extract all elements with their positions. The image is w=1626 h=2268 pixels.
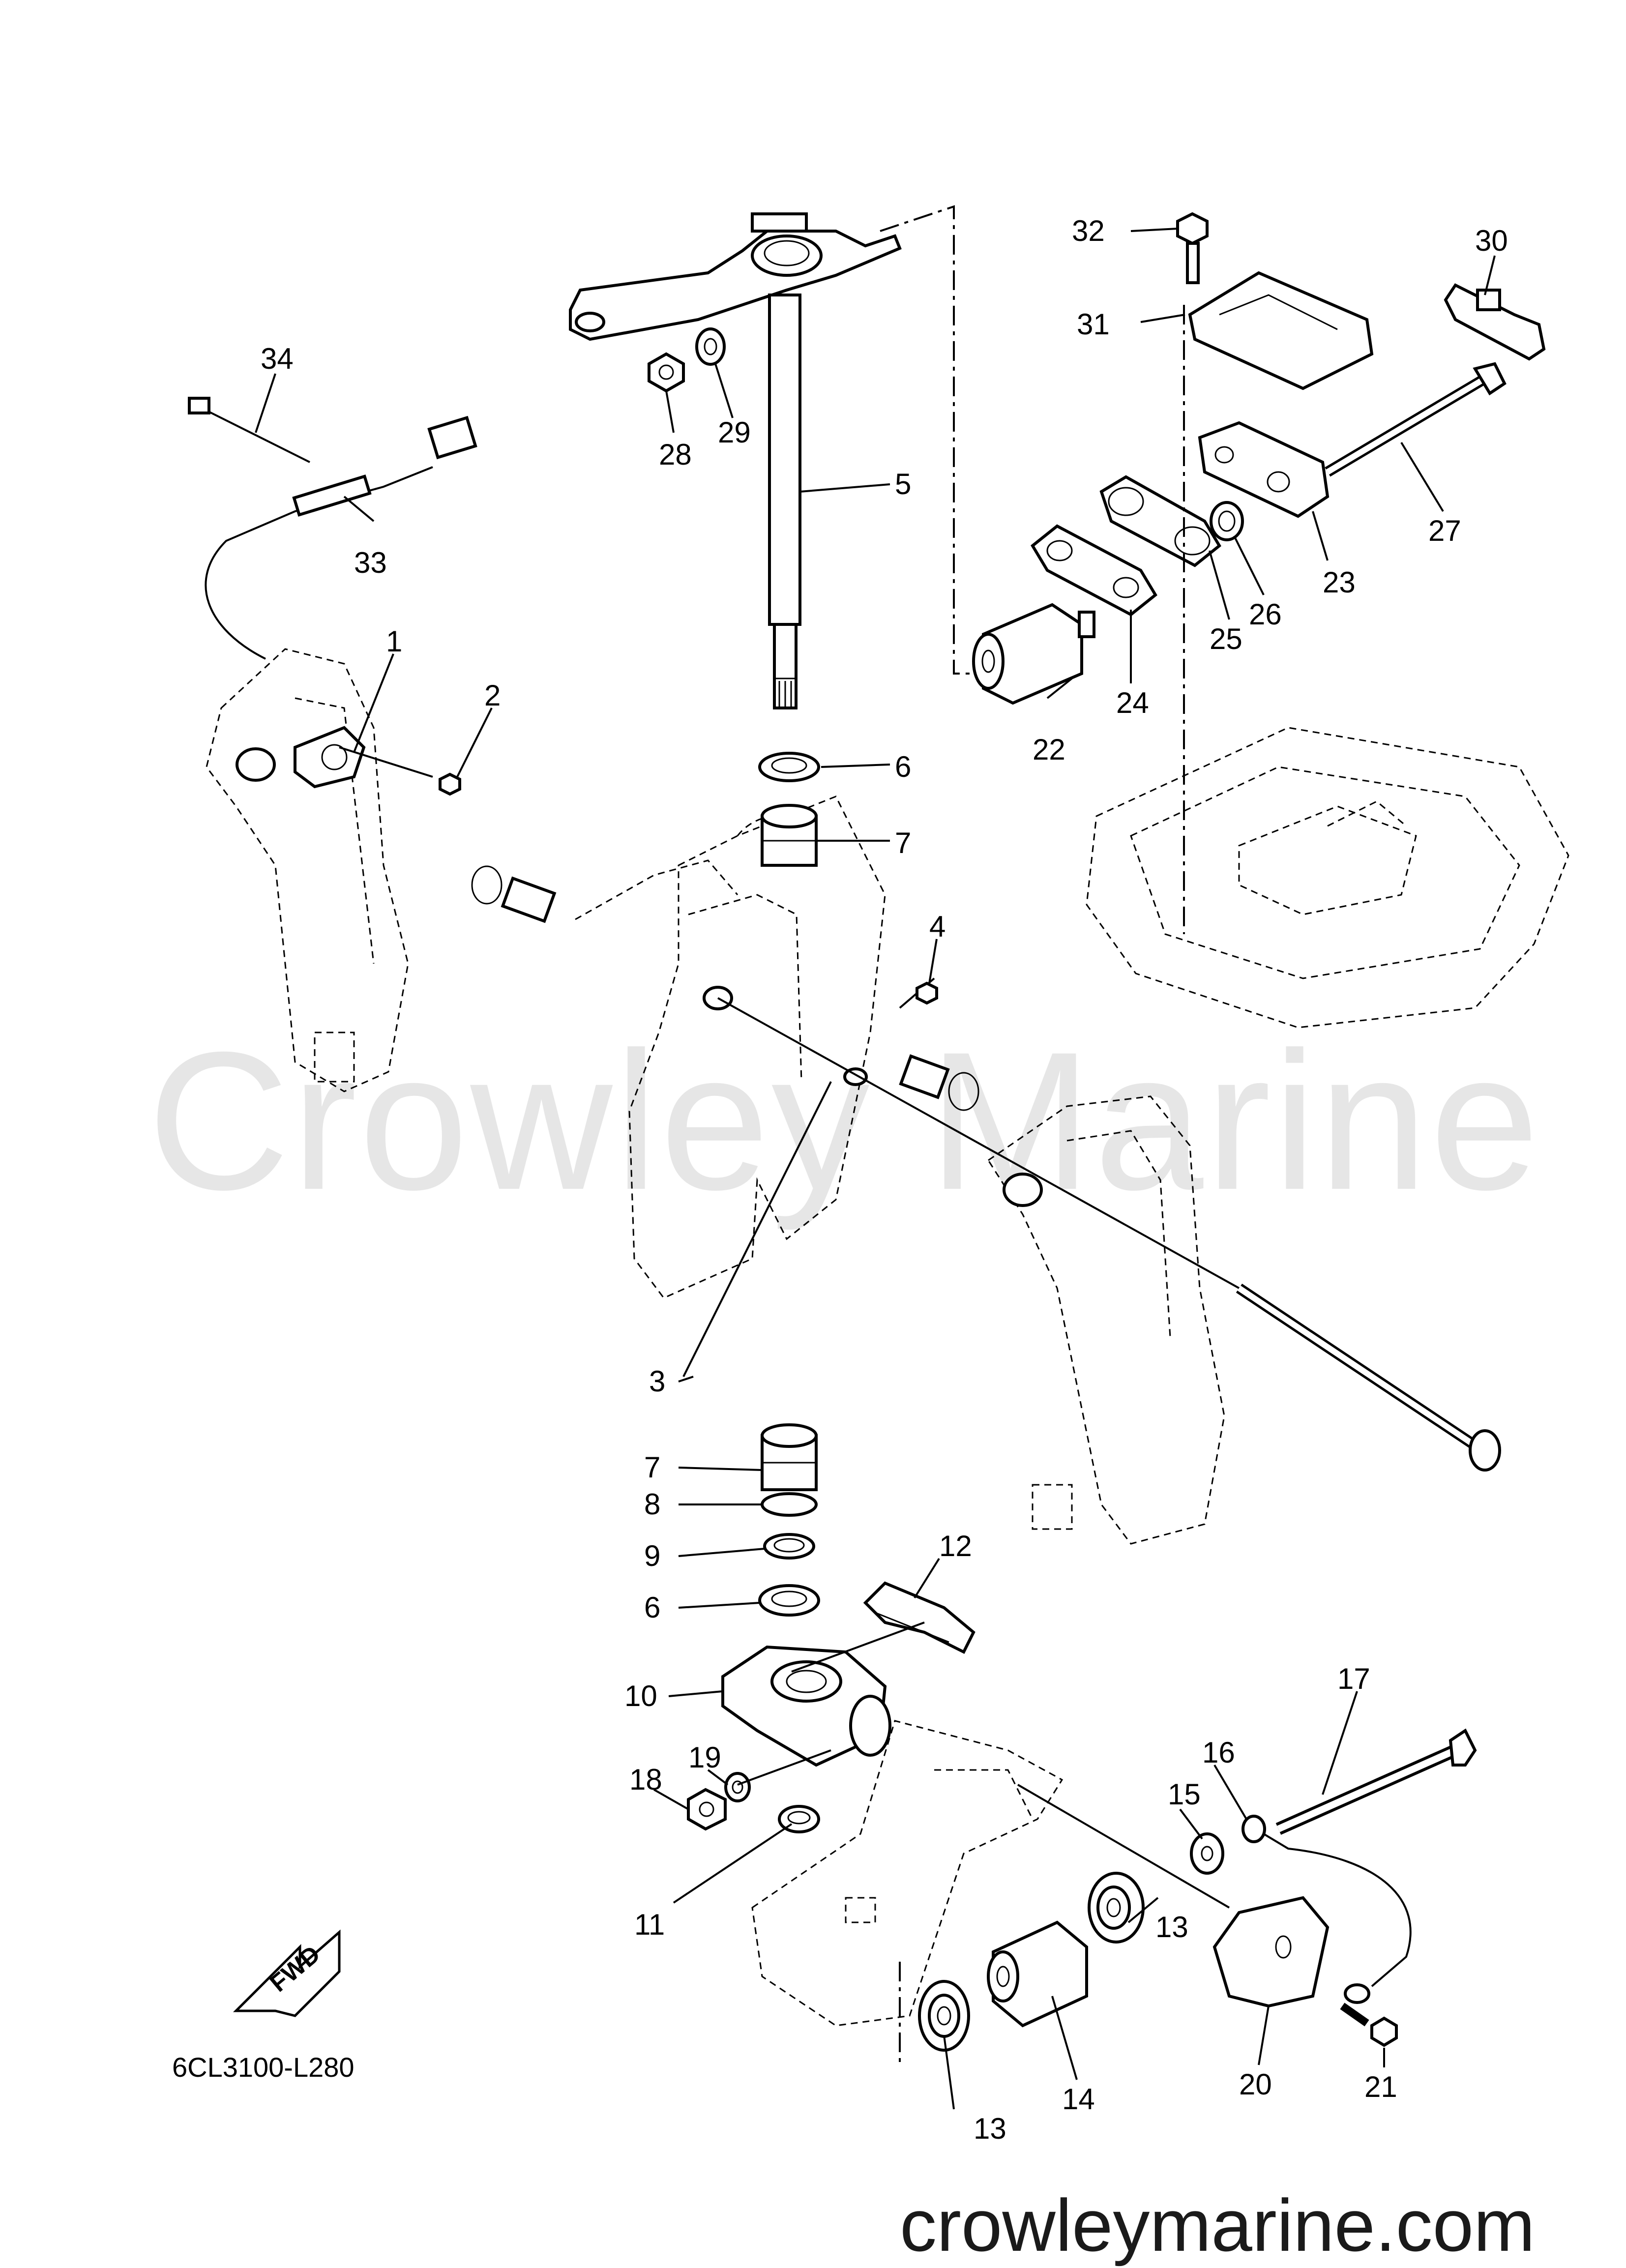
callout-26: 26 (1249, 598, 1282, 631)
swivel-bracket (575, 795, 886, 1299)
callout-13-right: 13 (1155, 1911, 1188, 1944)
callout-13-left: 13 (974, 2112, 1006, 2145)
callout-20: 20 (1239, 2068, 1272, 2101)
bushing-right (899, 1054, 979, 1111)
callout-25: 25 (1210, 622, 1242, 655)
routing-line-a (880, 205, 983, 675)
callout-7b: 7 (644, 1451, 660, 1484)
washer-29 (695, 327, 726, 366)
callout-9: 9 (644, 1539, 660, 1572)
lower-mount-axis (1017, 1784, 1230, 1909)
tilt-pin (1236, 1283, 1501, 1472)
callout-19: 19 (688, 1741, 721, 1774)
steering-yoke-10 (721, 1645, 891, 1767)
washer-9 (763, 1533, 815, 1560)
bolt-17 (1275, 1728, 1477, 1835)
screw-3-leader-line (682, 1081, 832, 1377)
washer-26 (1210, 501, 1244, 541)
o-ring-8 (761, 1492, 818, 1517)
callout-6a: 6 (895, 750, 911, 783)
steering-arm (569, 212, 902, 341)
fwd-arrow-icon: FWD (233, 1929, 341, 2017)
callout-21: 21 (1364, 2070, 1397, 2103)
callout-1: 1 (386, 625, 402, 658)
callout-32: 32 (1072, 214, 1105, 247)
nut-28 (648, 352, 685, 393)
callout-27: 27 (1428, 514, 1461, 547)
clamp-bracket-left (206, 648, 409, 1092)
upper-mount-22 (972, 603, 1095, 705)
diagram-code: 6CL3100-L280 (172, 2052, 355, 2083)
lower-case-outline (751, 1720, 1064, 2027)
washer-6-lower (758, 1584, 820, 1617)
callout-10: 10 (624, 1679, 657, 1712)
lower-mount-14 (987, 1920, 1088, 2028)
tilt-shaft-line (717, 997, 1240, 1289)
callout-8: 8 (644, 1488, 660, 1521)
callout-22: 22 (1033, 733, 1065, 766)
bolt-32 (1176, 212, 1209, 284)
lower-mount-13-right (1088, 1872, 1145, 1944)
callout-31: 31 (1077, 308, 1110, 341)
plate-25 (1099, 475, 1221, 567)
clip-30 (1444, 283, 1546, 361)
nut-4 (916, 981, 938, 1005)
callout-numbers: 1 2 3 4 5 6 7 7 8 9 6 10 11 12 13 13 14 … (261, 214, 1508, 2145)
ground-lead-16 (1242, 1815, 1412, 2004)
callout-28: 28 (659, 438, 692, 471)
callout-33: 33 (354, 546, 387, 579)
callout-14: 14 (1062, 2083, 1095, 2116)
plate-12 (863, 1581, 976, 1654)
trim-sensor-1 (294, 726, 366, 789)
bushing-left (471, 865, 557, 923)
cover-31 (1188, 271, 1374, 390)
plate-23 (1198, 421, 1330, 518)
washer-19 (724, 1772, 751, 1802)
callout-6b: 6 (644, 1591, 660, 1624)
bushing-7-upper (761, 804, 818, 867)
callout-7a: 7 (895, 826, 911, 859)
callout-29: 29 (718, 416, 751, 449)
watermark: Crowley Marine (148, 1011, 1541, 1231)
bushing-7-lower (761, 1423, 818, 1491)
steering-shaft (768, 294, 801, 709)
callout-15: 15 (1168, 1778, 1201, 1811)
callout-30: 30 (1475, 224, 1508, 257)
callout-18: 18 (629, 1763, 662, 1796)
leader-lines (255, 228, 1496, 2110)
bolt-27 (1325, 362, 1507, 477)
clamp-bracket-right (987, 1095, 1225, 1545)
callout-34: 34 (261, 342, 294, 375)
callout-3: 3 (649, 1365, 665, 1398)
bottom-cowling-outline (1086, 727, 1569, 1029)
callout-24: 24 (1116, 686, 1149, 719)
callout-12: 12 (939, 1530, 972, 1562)
callout-16: 16 (1202, 1736, 1235, 1769)
callout-11: 11 (634, 1908, 665, 1941)
callout-4: 4 (929, 910, 946, 943)
sensor-cable-33 (188, 397, 477, 660)
bolt-21 (1340, 2003, 1398, 2047)
washer-6-upper (758, 752, 820, 782)
plate-24 (1031, 524, 1157, 617)
washer-15 (1190, 1832, 1224, 1875)
screw-2 (439, 772, 461, 796)
callout-23: 23 (1323, 566, 1356, 599)
website-footer: crowleymarine.com (900, 2184, 1535, 2267)
callout-17: 17 (1337, 1662, 1370, 1695)
lower-mount-13-left (918, 1980, 970, 2052)
callout-2: 2 (484, 679, 501, 712)
cover-20 (1212, 1896, 1330, 2008)
nut-18 (687, 1788, 727, 1831)
callout-5: 5 (895, 468, 911, 501)
